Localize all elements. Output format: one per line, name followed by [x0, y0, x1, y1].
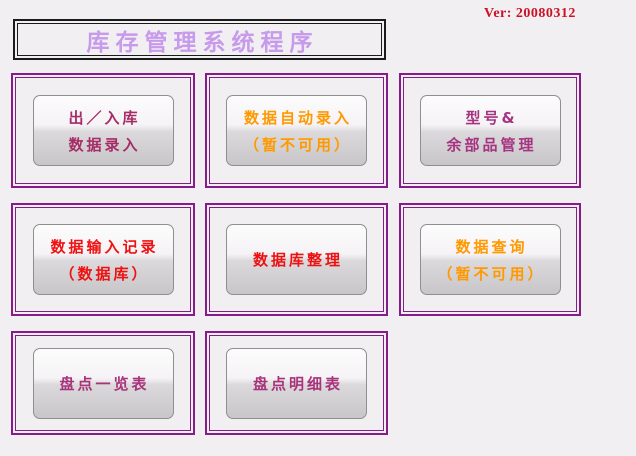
- database-maintenance-button[interactable]: 数据库整理: [226, 224, 367, 295]
- stock-in-out-entry-label-line2: 数据录入: [68, 135, 141, 154]
- data-query-button[interactable]: 数据查询 （暂不可用）: [419, 224, 561, 295]
- stock-in-out-entry-button[interactable]: 出／入库 数据录入: [32, 95, 174, 166]
- auto-data-entry-label-line2: （暂不可用）: [243, 135, 352, 154]
- inventory-detail-list-label-line1: 盘点明细表: [252, 374, 343, 393]
- frame-data-query: 数据查询 （暂不可用）: [399, 203, 581, 316]
- frame-database-maintenance: 数据库整理: [205, 203, 388, 316]
- inventory-detail-list-button[interactable]: 盘点明细表: [226, 347, 367, 419]
- model-parts-management-label-line1: 型号&: [465, 108, 518, 127]
- data-input-records-label-line1: 数据输入记录: [50, 237, 159, 256]
- auto-data-entry-button[interactable]: 数据自动录入 （暂不可用）: [226, 95, 367, 166]
- version-label: Ver: 20080312: [484, 6, 576, 21]
- data-query-label-line1: 数据查询: [455, 237, 528, 256]
- inventory-summary-list-button[interactable]: 盘点一览表: [32, 347, 174, 419]
- title-box: 库存管理系统程序: [13, 19, 386, 60]
- data-input-records-button[interactable]: 数据输入记录 （数据库）: [32, 224, 174, 295]
- model-parts-management-button[interactable]: 型号& 余部品管理: [419, 95, 561, 166]
- frame-auto-data-entry: 数据自动录入 （暂不可用）: [205, 73, 388, 188]
- frame-model-parts-management: 型号& 余部品管理: [399, 73, 581, 188]
- data-input-records-label-line2: （数据库）: [59, 264, 150, 283]
- auto-data-entry-label-line1: 数据自动录入: [243, 108, 352, 127]
- frame-stock-in-out-entry: 出／入库 数据录入: [11, 73, 195, 188]
- data-query-label-line2: （暂不可用）: [437, 264, 546, 283]
- page-title: 库存管理系统程序: [86, 29, 319, 56]
- database-maintenance-label-line1: 数据库整理: [252, 251, 343, 269]
- title-box-inner: 库存管理系统程序: [17, 23, 382, 56]
- frame-inventory-summary-list: 盘点一览表: [11, 331, 195, 435]
- model-parts-management-label-line2: 余部品管理: [446, 135, 537, 154]
- frame-inventory-detail-list: 盘点明细表: [205, 331, 388, 435]
- frame-data-input-records: 数据输入记录 （数据库）: [11, 203, 195, 316]
- stock-in-out-entry-label-line1: 出／入库: [68, 108, 141, 127]
- inventory-summary-list-label-line1: 盘点一览表: [59, 374, 150, 393]
